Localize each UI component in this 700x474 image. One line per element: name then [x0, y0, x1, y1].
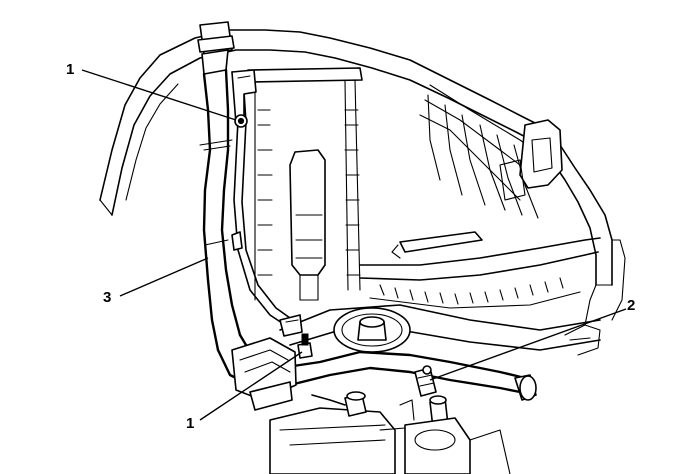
leader-1-top — [81, 69, 237, 121]
upper-bracket — [231, 69, 257, 128]
floor-pan — [247, 67, 601, 309]
callout-1-top: 1 — [66, 61, 74, 78]
cross-member — [279, 304, 601, 356]
wheel-well-ribs — [419, 84, 563, 219]
hose-clamp — [414, 365, 437, 397]
leader-2 — [429, 308, 627, 381]
lower-shield — [231, 337, 297, 411]
leader-1-bottom — [199, 351, 303, 421]
leader-lines — [81, 69, 627, 421]
callout-2: 2 — [627, 297, 635, 314]
leader-3 — [119, 257, 209, 297]
callout-3: 3 — [103, 289, 111, 306]
body-panel-outline — [99, 29, 626, 326]
tank-components — [269, 391, 511, 474]
callout-1-bottom: 1 — [186, 415, 194, 432]
